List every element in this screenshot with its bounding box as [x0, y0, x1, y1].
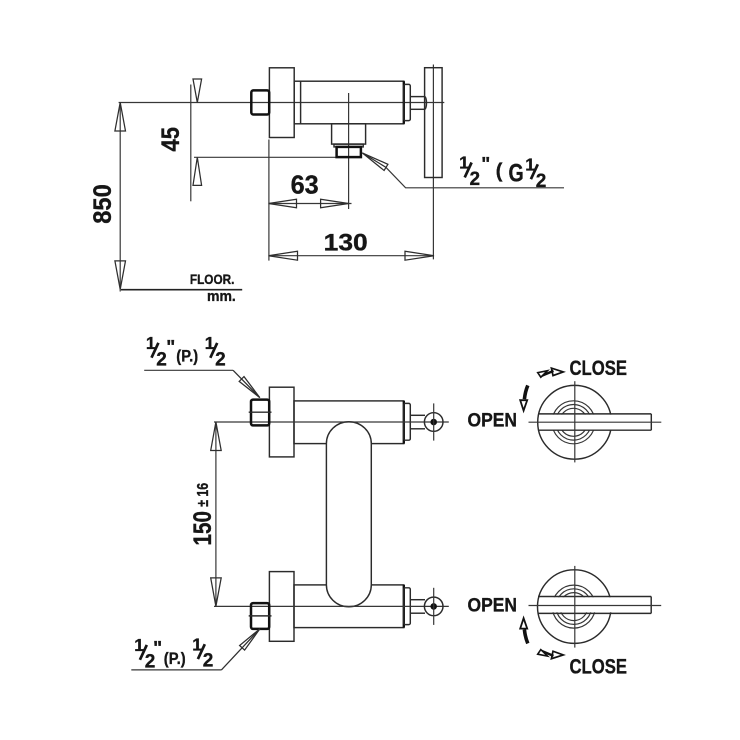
svg-text:G: G	[509, 160, 524, 188]
svg-text:CLOSE: CLOSE	[570, 656, 628, 679]
svg-text:2: 2	[145, 651, 156, 672]
svg-text:OPEN: OPEN	[468, 594, 518, 616]
svg-text:(: (	[496, 160, 503, 182]
svg-text:1: 1	[205, 333, 215, 353]
svg-text:150: 150	[189, 511, 217, 546]
svg-text:± 16: ± 16	[195, 483, 212, 507]
svg-text:130: 130	[324, 230, 368, 257]
svg-text:(P.): (P.)	[164, 650, 186, 668]
svg-text:2: 2	[156, 349, 167, 370]
svg-text:(P.): (P.)	[176, 347, 198, 365]
svg-text:": "	[153, 639, 162, 660]
svg-text:1: 1	[525, 154, 535, 174]
svg-text:": "	[166, 337, 175, 358]
svg-text:1: 1	[192, 634, 202, 654]
svg-text:850: 850	[89, 184, 117, 224]
svg-text:": "	[481, 154, 490, 175]
svg-text:2: 2	[536, 171, 547, 192]
svg-text:2: 2	[470, 169, 481, 190]
svg-text:2: 2	[203, 651, 214, 672]
svg-text:CLOSE: CLOSE	[570, 357, 628, 380]
svg-text:mm.: mm.	[207, 288, 236, 305]
svg-text:2: 2	[215, 349, 226, 370]
svg-text:1: 1	[134, 635, 144, 655]
svg-text:OPEN: OPEN	[468, 410, 518, 432]
svg-text:1: 1	[146, 333, 156, 353]
svg-text:45: 45	[157, 127, 185, 152]
svg-text:63: 63	[291, 170, 319, 200]
svg-text:1: 1	[459, 153, 469, 173]
svg-text:FLOOR.: FLOOR.	[190, 271, 235, 287]
